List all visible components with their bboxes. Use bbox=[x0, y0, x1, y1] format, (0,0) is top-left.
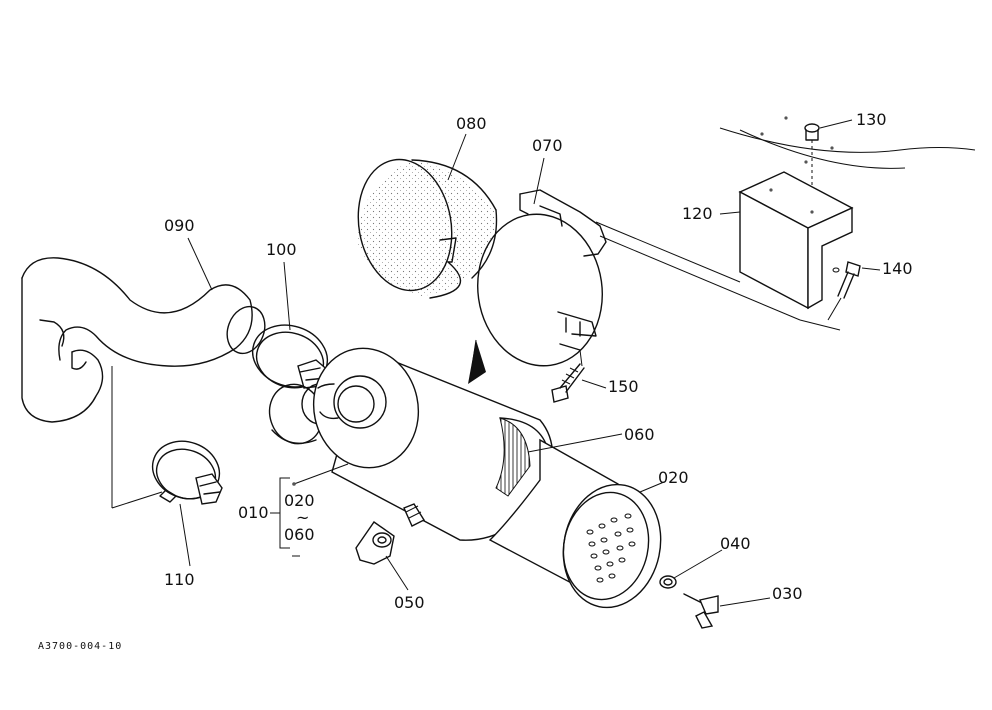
label-120: 120 bbox=[682, 204, 713, 223]
label-080: 080 bbox=[456, 114, 487, 133]
diagram-code: A3700-004-10 bbox=[38, 641, 123, 652]
bracket-120 bbox=[738, 171, 854, 310]
cover-020 bbox=[488, 438, 662, 609]
guide-lines-070-120 bbox=[595, 221, 841, 331]
guide-lines-hose bbox=[111, 366, 163, 509]
label-060: 060 bbox=[624, 425, 655, 444]
mounting-plate-edge bbox=[719, 116, 976, 169]
clamp-110 bbox=[151, 440, 223, 505]
leader-lines bbox=[179, 119, 881, 607]
cap-050 bbox=[355, 521, 395, 565]
label-100: 100 bbox=[266, 240, 297, 259]
label-050: 050 bbox=[394, 593, 425, 612]
label-030: 030 bbox=[772, 584, 803, 603]
bolt-140 bbox=[827, 261, 861, 321]
band-080 bbox=[356, 158, 498, 299]
label-group-020: 020 bbox=[284, 491, 315, 510]
band-070 bbox=[468, 189, 607, 384]
label-090: 090 bbox=[164, 216, 195, 235]
label-040: 040 bbox=[720, 534, 751, 553]
outlet-nipple bbox=[403, 503, 426, 527]
label-130: 130 bbox=[856, 110, 887, 129]
label-group-060: 060 bbox=[284, 525, 315, 544]
label-140: 140 bbox=[882, 259, 913, 278]
label-070: 070 bbox=[532, 136, 563, 155]
hose-090 bbox=[21, 257, 266, 423]
nut-040 bbox=[659, 575, 677, 589]
filter-housing bbox=[312, 347, 554, 541]
wing-bolt-030 bbox=[683, 593, 719, 629]
label-150: 150 bbox=[608, 377, 639, 396]
bolt-150 bbox=[551, 349, 585, 403]
group-bracket-010 bbox=[270, 477, 300, 557]
label-020: 020 bbox=[658, 468, 689, 487]
label-010: 010 bbox=[238, 503, 269, 522]
label-group-tilde: ~ bbox=[296, 508, 310, 527]
cover-holes bbox=[586, 513, 636, 583]
label-110: 110 bbox=[164, 570, 195, 589]
